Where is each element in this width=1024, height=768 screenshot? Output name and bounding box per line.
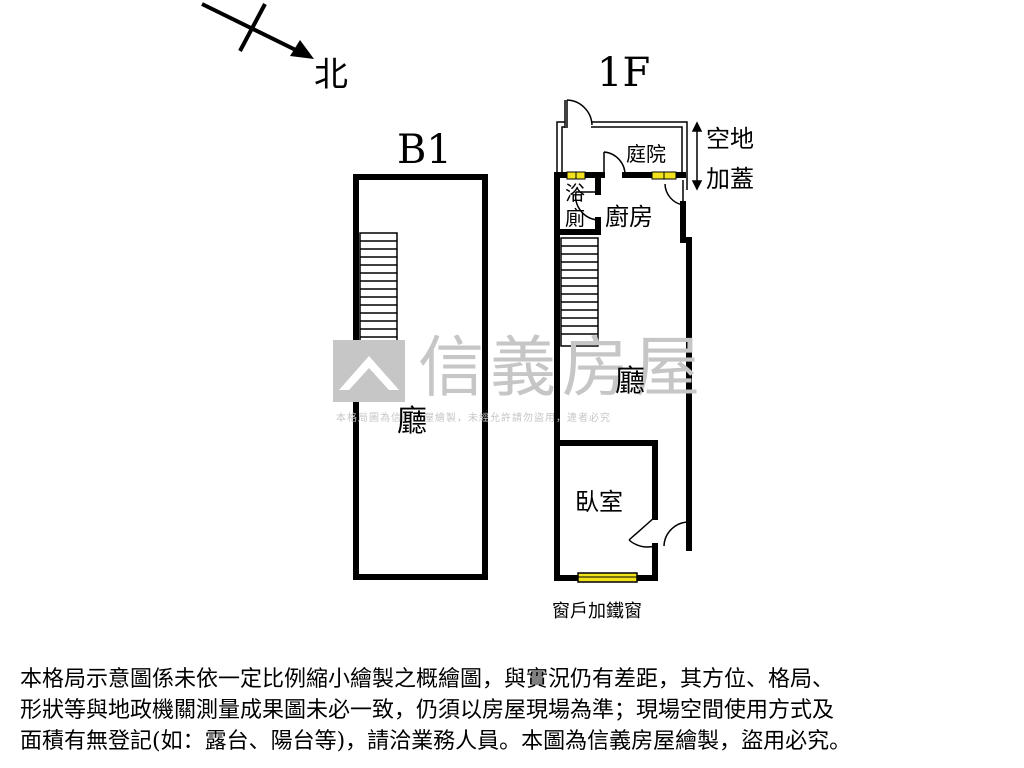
disclaimer-line-2: 形狀等與地政機關測量成果圖未必一致，仍須以房屋現場為準；現場空間使用方式及 <box>20 698 835 723</box>
f1-open-space-outline <box>556 121 688 190</box>
open-space-label-line2: 加蓋 <box>706 165 754 193</box>
f1-side-door-icon <box>663 521 690 548</box>
f1-walls <box>554 172 692 581</box>
bedroom-label: 臥室 <box>575 488 623 516</box>
north-arrow-icon <box>201 2 314 59</box>
disclaimer-line-1: 本格局示意圖係未依一定比例縮小繪製之概繪圖，與實況仍有差距，其方位、格局、 <box>20 667 835 692</box>
f1-staircase <box>560 237 599 347</box>
f1-entry-door-icon <box>564 99 593 128</box>
window-note-label: 窗戶加鐵窗 <box>552 601 642 622</box>
f1-bedroom-door-icon <box>628 516 656 548</box>
courtyard-label: 庭院 <box>626 142 666 166</box>
f1-hall-label: 廳 <box>615 364 645 399</box>
bath-label-line1: 浴 <box>565 181 585 205</box>
b1-staircase <box>359 232 398 344</box>
f1-window-bedroom <box>577 572 638 583</box>
watermark-logo-icon <box>333 340 405 402</box>
open-space-label-line1: 空地 <box>706 125 754 153</box>
disclaimer-line-3: 面積有無登記(如：露台、陽台等)，請洽業務人員。本圖為信義房屋繪製，盜用必究。 <box>20 729 852 754</box>
f1-courtyard-door-icon <box>664 180 684 206</box>
b1-hall-label: 廳 <box>397 404 427 439</box>
f1-bath-door-icon <box>574 191 599 221</box>
level-b1-title: B1 <box>397 127 452 173</box>
open-space-dimension <box>691 121 703 191</box>
f1-kitchen-rear-door-icon <box>603 151 626 177</box>
bath-label-line2: 廁 <box>565 206 585 230</box>
f1-window-kitchen <box>651 171 677 180</box>
kitchen-label: 廚房 <box>605 203 653 231</box>
watermark-brand: 信義房屋 <box>418 329 706 406</box>
disclaimer-text: 本格局示意圖係未依一定比例縮小繪製之概繪圖，與實況仍有差距，其方位、格局、 形狀… <box>20 664 1010 757</box>
north-label: 北 <box>314 55 348 95</box>
f1-window-bath <box>566 171 586 180</box>
level-1f-title: 1F <box>597 50 651 96</box>
watermark-note: 本格局圖為信義房屋繪製，未經允許請勿盜用，違者必究 <box>336 413 611 424</box>
